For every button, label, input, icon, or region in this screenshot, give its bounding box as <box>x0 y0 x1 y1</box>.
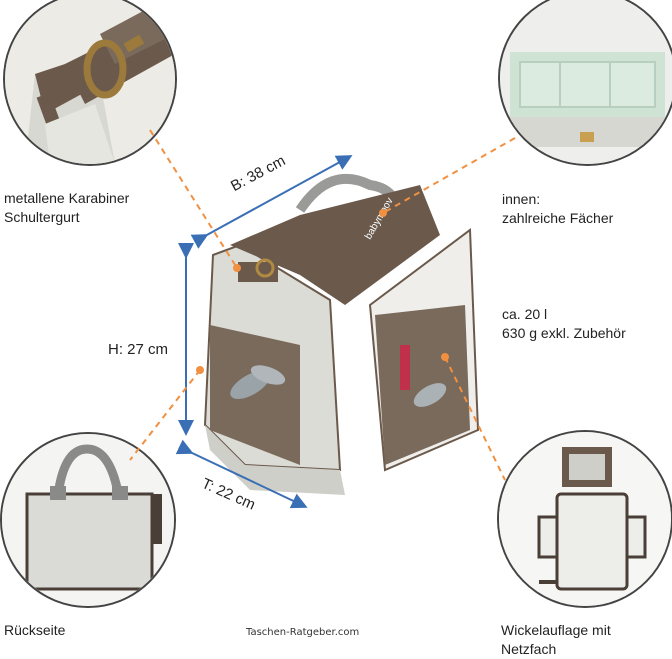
changing-pad-detail-circle <box>497 430 672 608</box>
carabiner-detail-circle <box>3 0 177 166</box>
carabiner-label: metallene Karabiner Schultergurt <box>4 189 129 227</box>
bag-carabiner-icon <box>255 258 275 278</box>
inside-label-line2: zahlreiche Fächer <box>502 210 614 226</box>
interior-leader-line <box>382 137 516 214</box>
site-credit: Taschen-Ratgeber.com <box>246 627 360 638</box>
interior-detail-circle <box>498 0 672 166</box>
weight-label: 630 g exkl. Zubehör <box>502 325 626 341</box>
leaf-pattern-icon <box>230 365 286 399</box>
volume-label: ca. 20 l <box>502 306 548 322</box>
carabiner-label-line2: Schultergurt <box>4 209 80 225</box>
inside-label-line1: innen: <box>502 191 541 207</box>
changing-pad-cover <box>375 305 470 465</box>
interior-detail-image <box>500 0 672 164</box>
carabiner-leader-line <box>149 129 238 269</box>
back-side-image <box>2 434 174 606</box>
specs-label: ca. 20 l 630 g exkl. Zubehör <box>502 305 626 343</box>
changing-pad-label-line1: Wickelauflage mit <box>501 622 611 638</box>
carabiner-label-line1: metallene Karabiner <box>4 190 130 206</box>
brand-tag <box>400 345 410 390</box>
back-side-leader-line <box>129 369 201 461</box>
width-dimension-arrow <box>190 155 353 249</box>
height-dimension-label: H: 27 cm <box>108 341 169 358</box>
back-side-detail-circle <box>0 432 176 608</box>
depth-dimension-arrow <box>175 439 308 509</box>
carabiner-hook-icon <box>83 34 145 99</box>
front-pocket <box>210 325 300 465</box>
changing-pad-label: Wickelauflage mit Netzfach <box>501 621 611 659</box>
changing-pad-label-line2: Netzfach <box>501 641 557 657</box>
changing-pad-leader-line <box>444 356 506 481</box>
carabiner-detail-image <box>5 0 175 164</box>
inside-label: innen: zahlreiche Fächer <box>502 190 613 228</box>
back-side-label: Rückseite <box>4 622 66 638</box>
changing-pad-image <box>499 432 671 606</box>
